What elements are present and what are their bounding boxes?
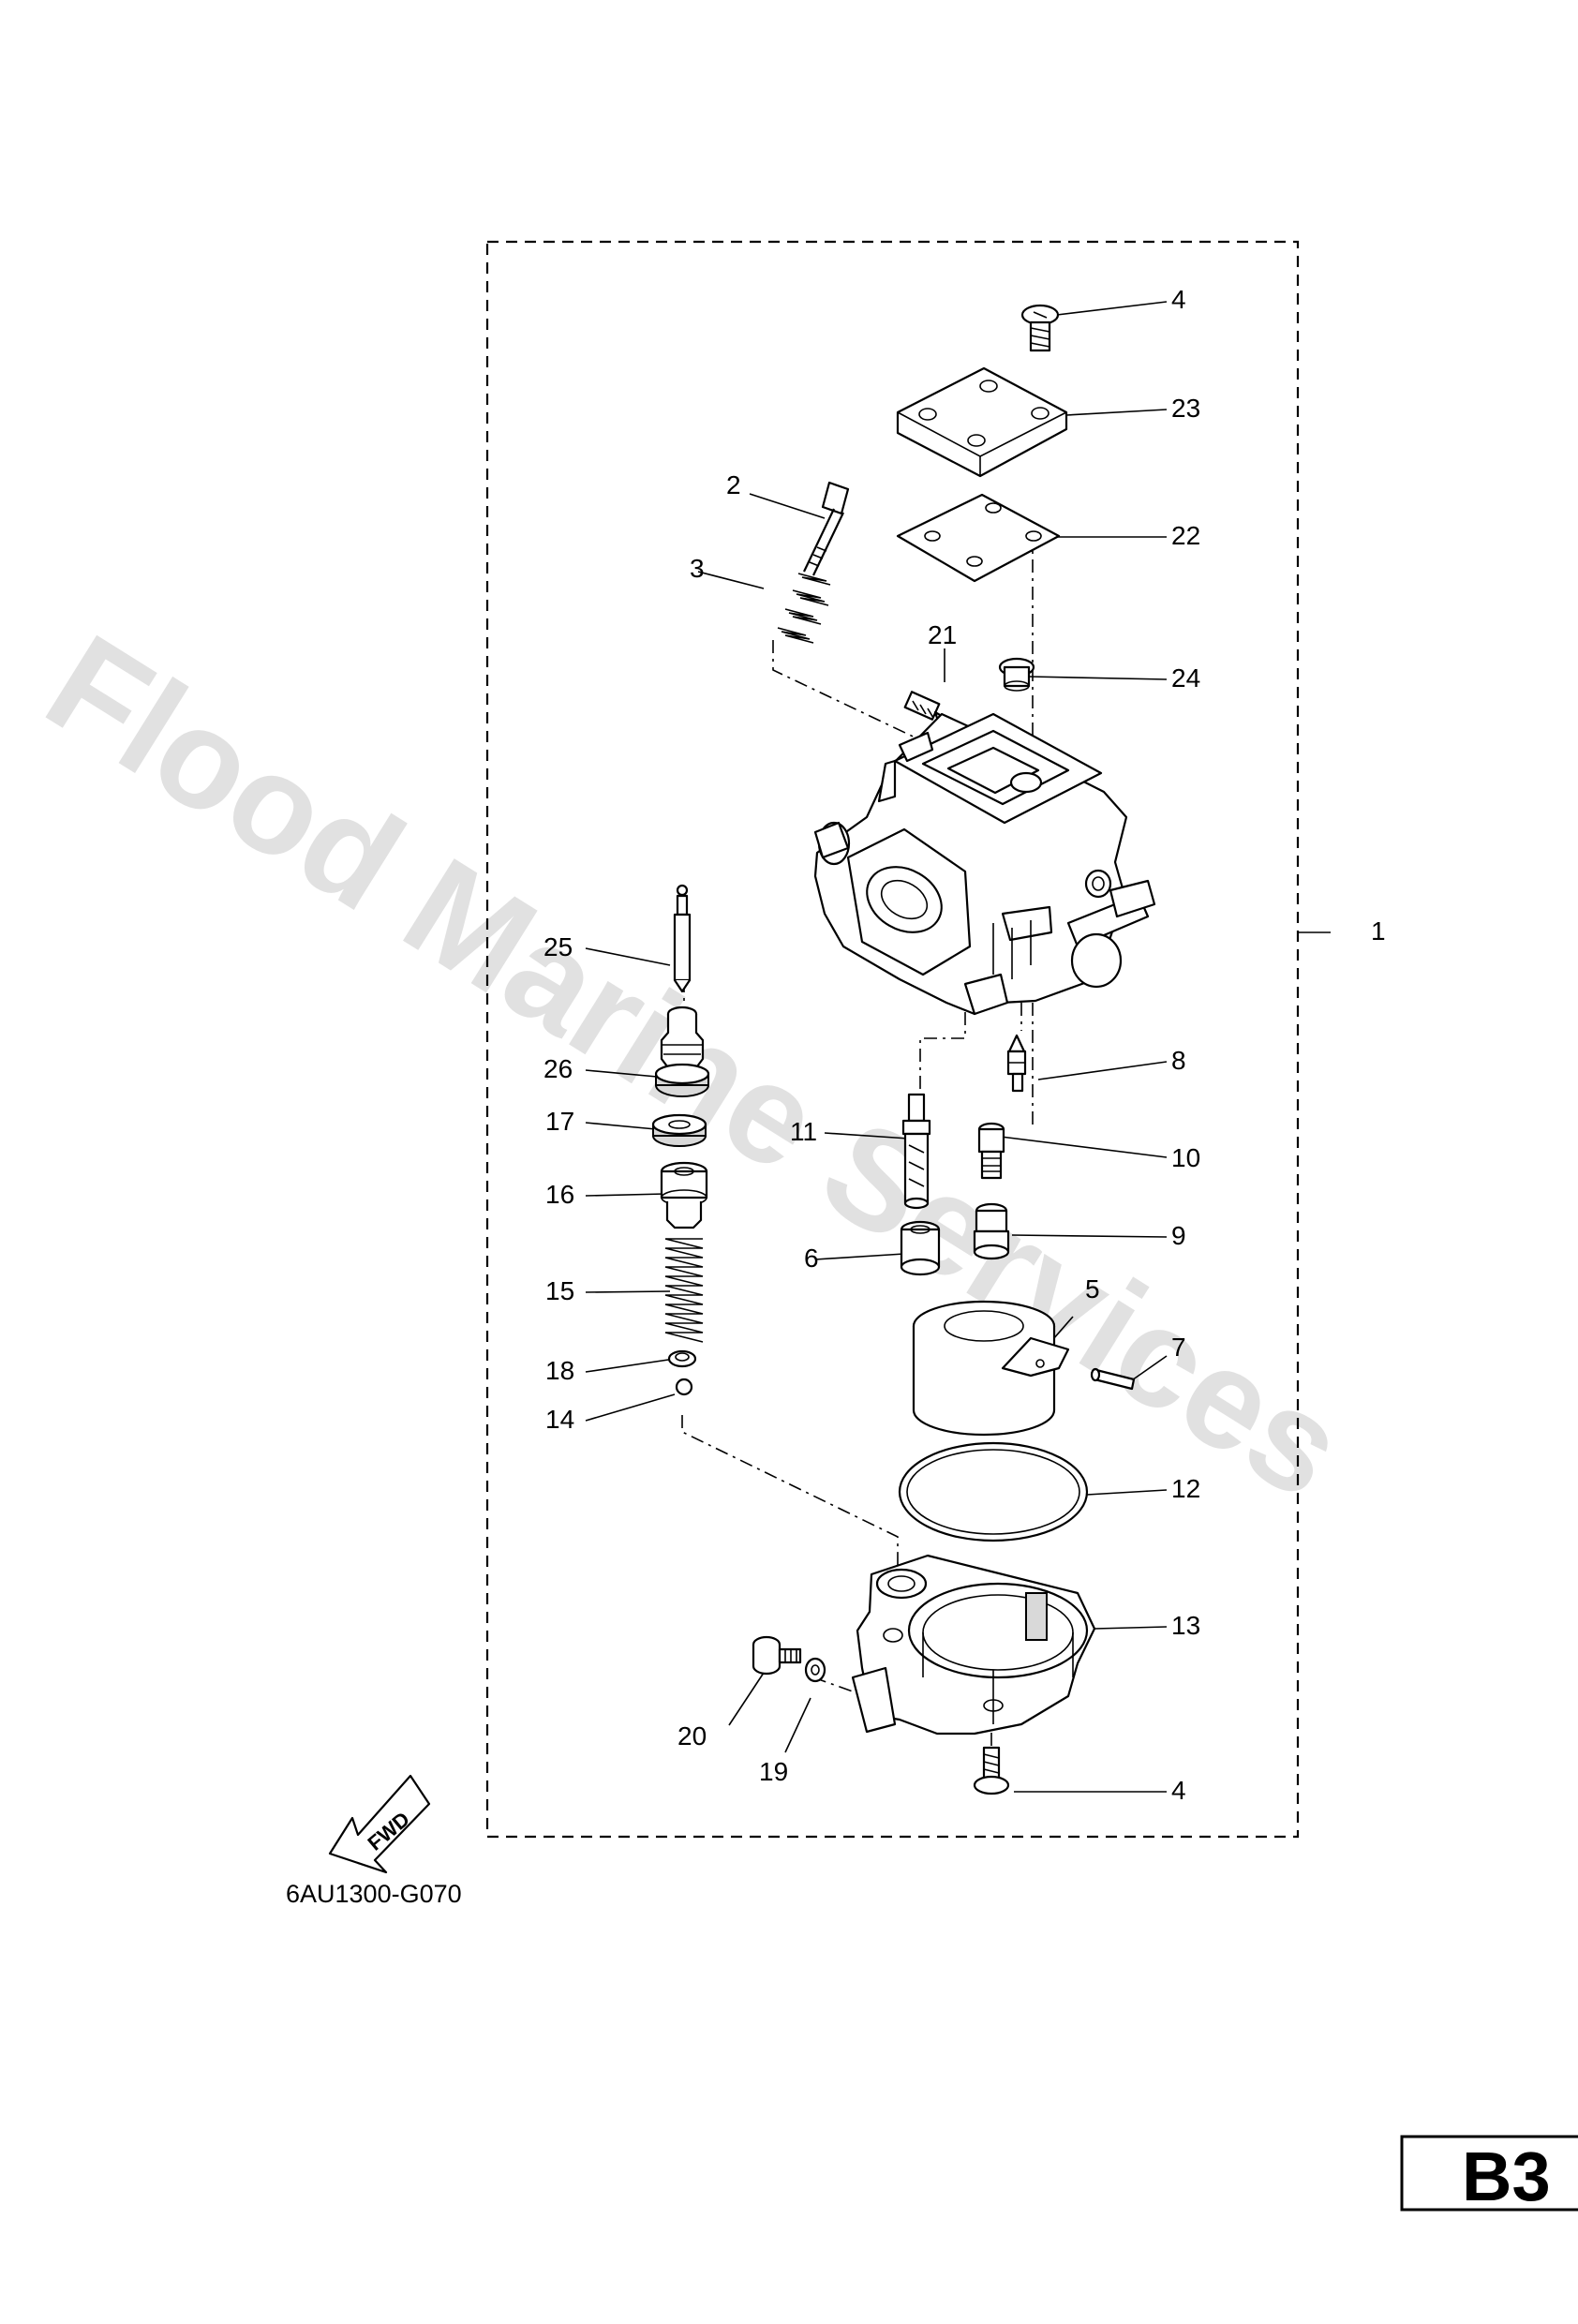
- part-4-screw-bottom: [973, 1746, 1010, 1795]
- part-24-cap: [998, 657, 1035, 692]
- callout-4-bottom: 4: [1171, 1776, 1186, 1805]
- part-11-main-nozzle: [901, 1093, 931, 1210]
- diagram-part-code: 6AU1300-G070: [286, 1880, 462, 1908]
- callout-17: 17: [545, 1107, 574, 1136]
- callout-26: 26: [543, 1054, 573, 1083]
- part-25-plunger-rod: [673, 884, 692, 993]
- callout-labels: 1 2 3 4 4 5 6 7 8 9 10 11 12 13 14 15 16…: [543, 285, 1386, 1805]
- leader-lines: [585, 301, 1331, 1793]
- callout-22: 22: [1171, 521, 1200, 550]
- part-8-needle-valve: [1006, 1034, 1027, 1093]
- page-badge: B3: [1400, 2135, 1578, 2215]
- part-15-spring: [664, 1238, 704, 1343]
- part-26-plunger-cap: [654, 1006, 710, 1097]
- part-3-spring: [777, 573, 831, 644]
- callout-11: 11: [790, 1117, 817, 1146]
- callout-15: 15: [545, 1276, 574, 1305]
- part-20-drain-screw: [752, 1635, 802, 1676]
- part-17-washer: [651, 1113, 707, 1147]
- callout-25: 25: [543, 932, 573, 961]
- callout-19: 19: [759, 1757, 788, 1786]
- callout-8: 8: [1171, 1046, 1186, 1075]
- callout-1: 1: [1371, 916, 1386, 946]
- callout-7: 7: [1171, 1333, 1186, 1362]
- callout-2: 2: [726, 470, 741, 499]
- part-22-gasket: [896, 493, 1061, 583]
- callout-12: 12: [1171, 1474, 1200, 1503]
- part-12-o-ring: [898, 1441, 1089, 1542]
- part-2-pilot-screw: [803, 481, 850, 576]
- callout-16: 16: [545, 1180, 574, 1209]
- callout-14: 14: [545, 1405, 574, 1434]
- part-5-float: [912, 1300, 1070, 1437]
- part-18-seal: [667, 1349, 697, 1368]
- callout-6: 6: [804, 1244, 819, 1273]
- part-1-carburetor-body: [813, 712, 1156, 1016]
- part-7-float-pin: [1090, 1367, 1136, 1391]
- callout-3: 3: [690, 554, 705, 583]
- callout-20: 20: [677, 1721, 707, 1750]
- part-6-plug: [900, 1220, 941, 1276]
- part-14-ball: [675, 1378, 693, 1396]
- callout-24: 24: [1171, 663, 1200, 693]
- callout-18: 18: [545, 1356, 574, 1385]
- fwd-arrow-icon: FWD: [328, 1774, 431, 1874]
- callout-10: 10: [1171, 1143, 1200, 1172]
- part-16-plunger: [660, 1161, 708, 1229]
- callout-13: 13: [1171, 1611, 1200, 1640]
- callout-4-top: 4: [1171, 285, 1186, 314]
- assembly-frame: [485, 240, 1300, 1839]
- callout-9: 9: [1171, 1221, 1186, 1250]
- callout-23: 23: [1171, 394, 1200, 423]
- part-19-washer: [804, 1657, 826, 1683]
- part-9-main-jet: [973, 1202, 1010, 1260]
- part-10-pilot-jet: [977, 1122, 1005, 1180]
- callout-5: 5: [1085, 1274, 1100, 1304]
- page-badge-text: B3: [1462, 2138, 1551, 2215]
- part-23-cover: [896, 366, 1068, 478]
- part-4-screw-top: [1020, 304, 1060, 352]
- part-13-float-chamber: [851, 1554, 1096, 1736]
- callout-21: 21: [928, 620, 957, 649]
